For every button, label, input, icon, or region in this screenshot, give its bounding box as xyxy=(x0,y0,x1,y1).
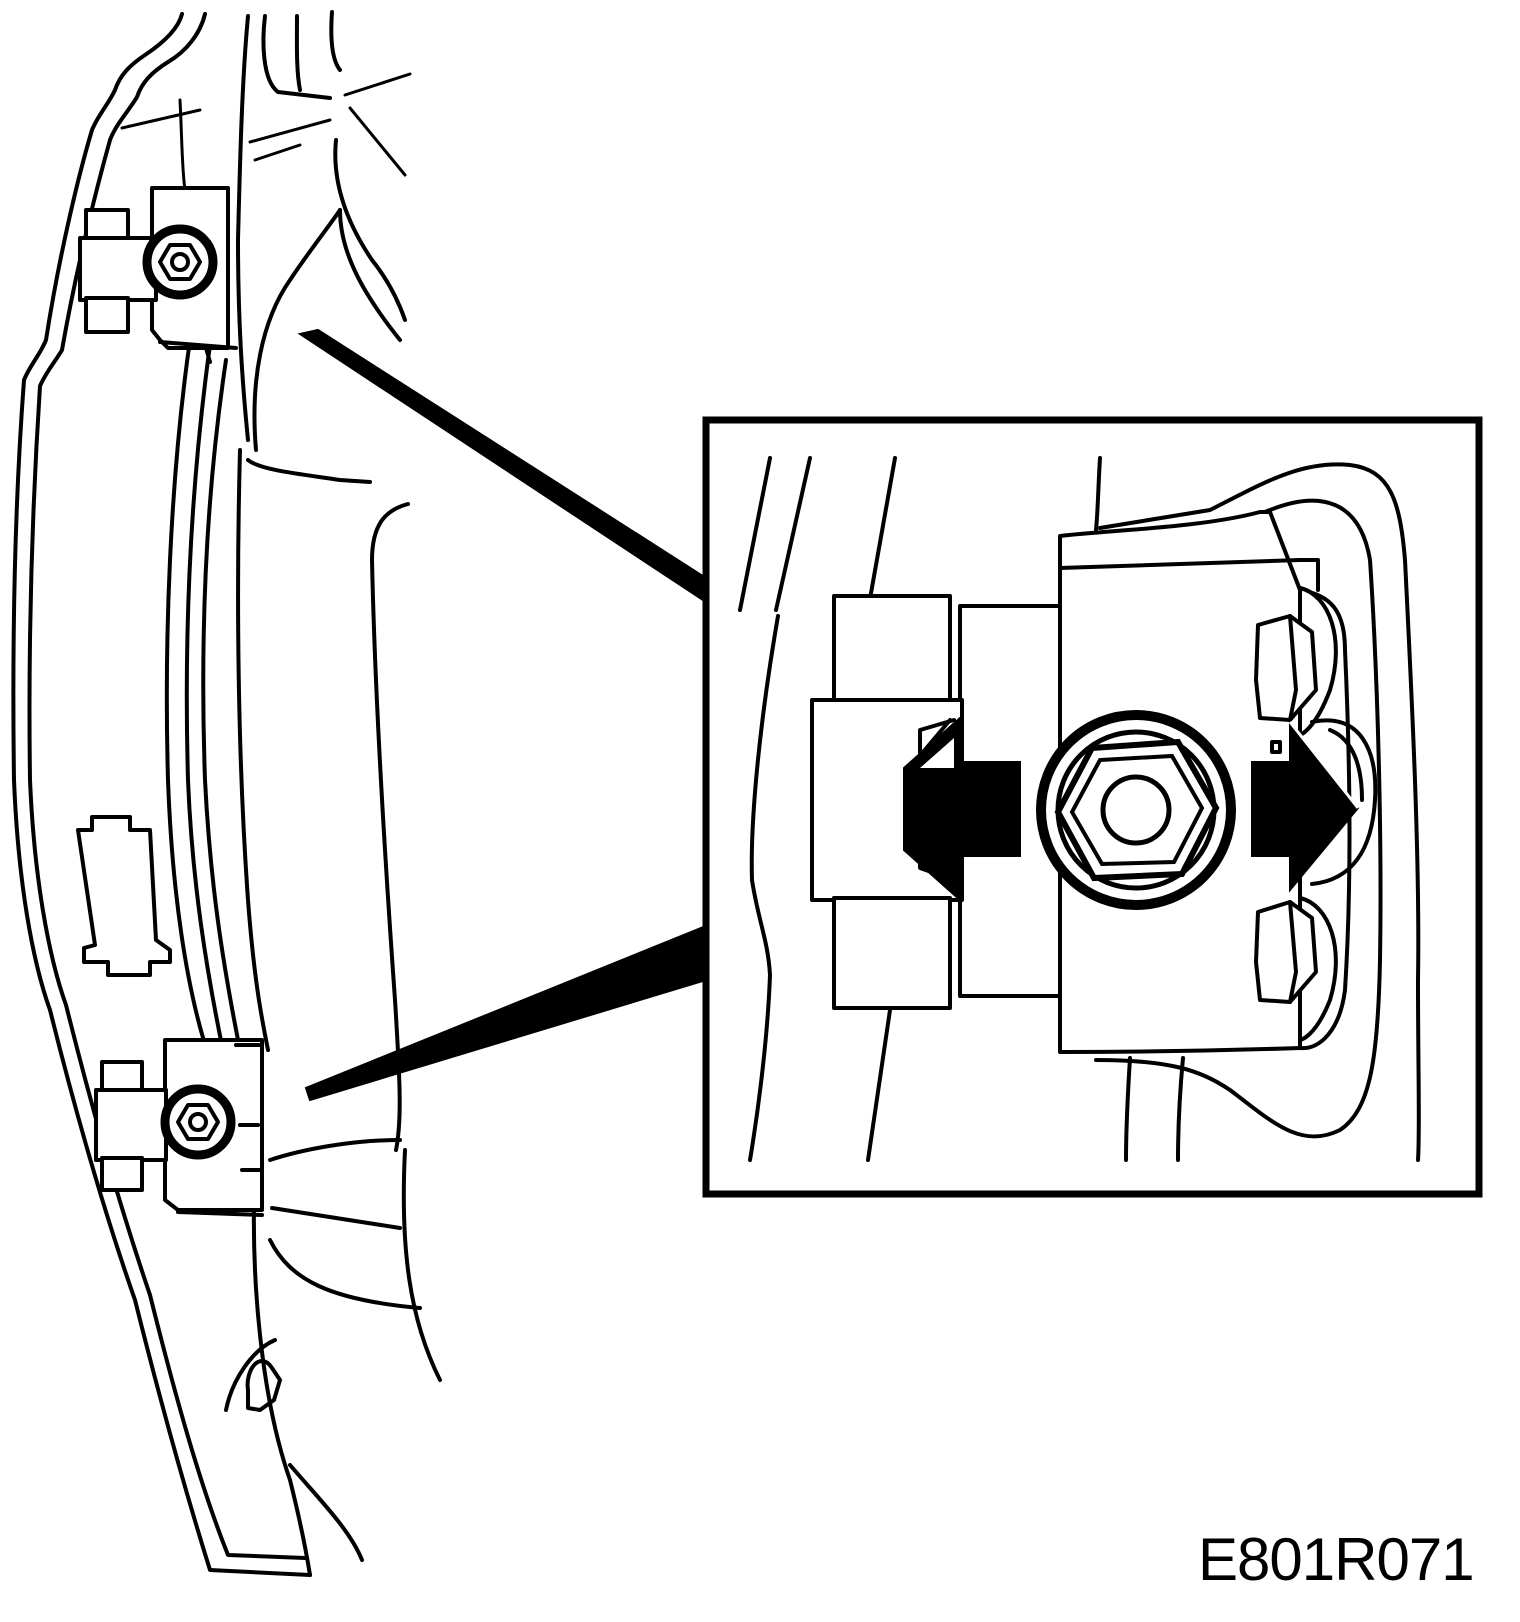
hex-nut-icon xyxy=(1036,710,1236,910)
headlamp-housing xyxy=(11,10,442,1577)
callout-pointer-lower xyxy=(304,924,707,1102)
bolt-head-lower xyxy=(1254,896,1338,1042)
upper-adjuster-nut-icon xyxy=(142,224,218,300)
arrow-right-icon xyxy=(1251,719,1360,893)
bolt-head-upper xyxy=(1254,586,1338,737)
callout-pointer-upper xyxy=(297,328,707,604)
lower-adjuster-bracket xyxy=(94,1038,264,1217)
arrow-left-icon xyxy=(903,715,1021,903)
detail-inset-content xyxy=(738,456,1421,1162)
lower-adjuster-nut-icon xyxy=(160,1084,236,1160)
figure-code-label: E801R071 xyxy=(1198,1526,1475,1593)
